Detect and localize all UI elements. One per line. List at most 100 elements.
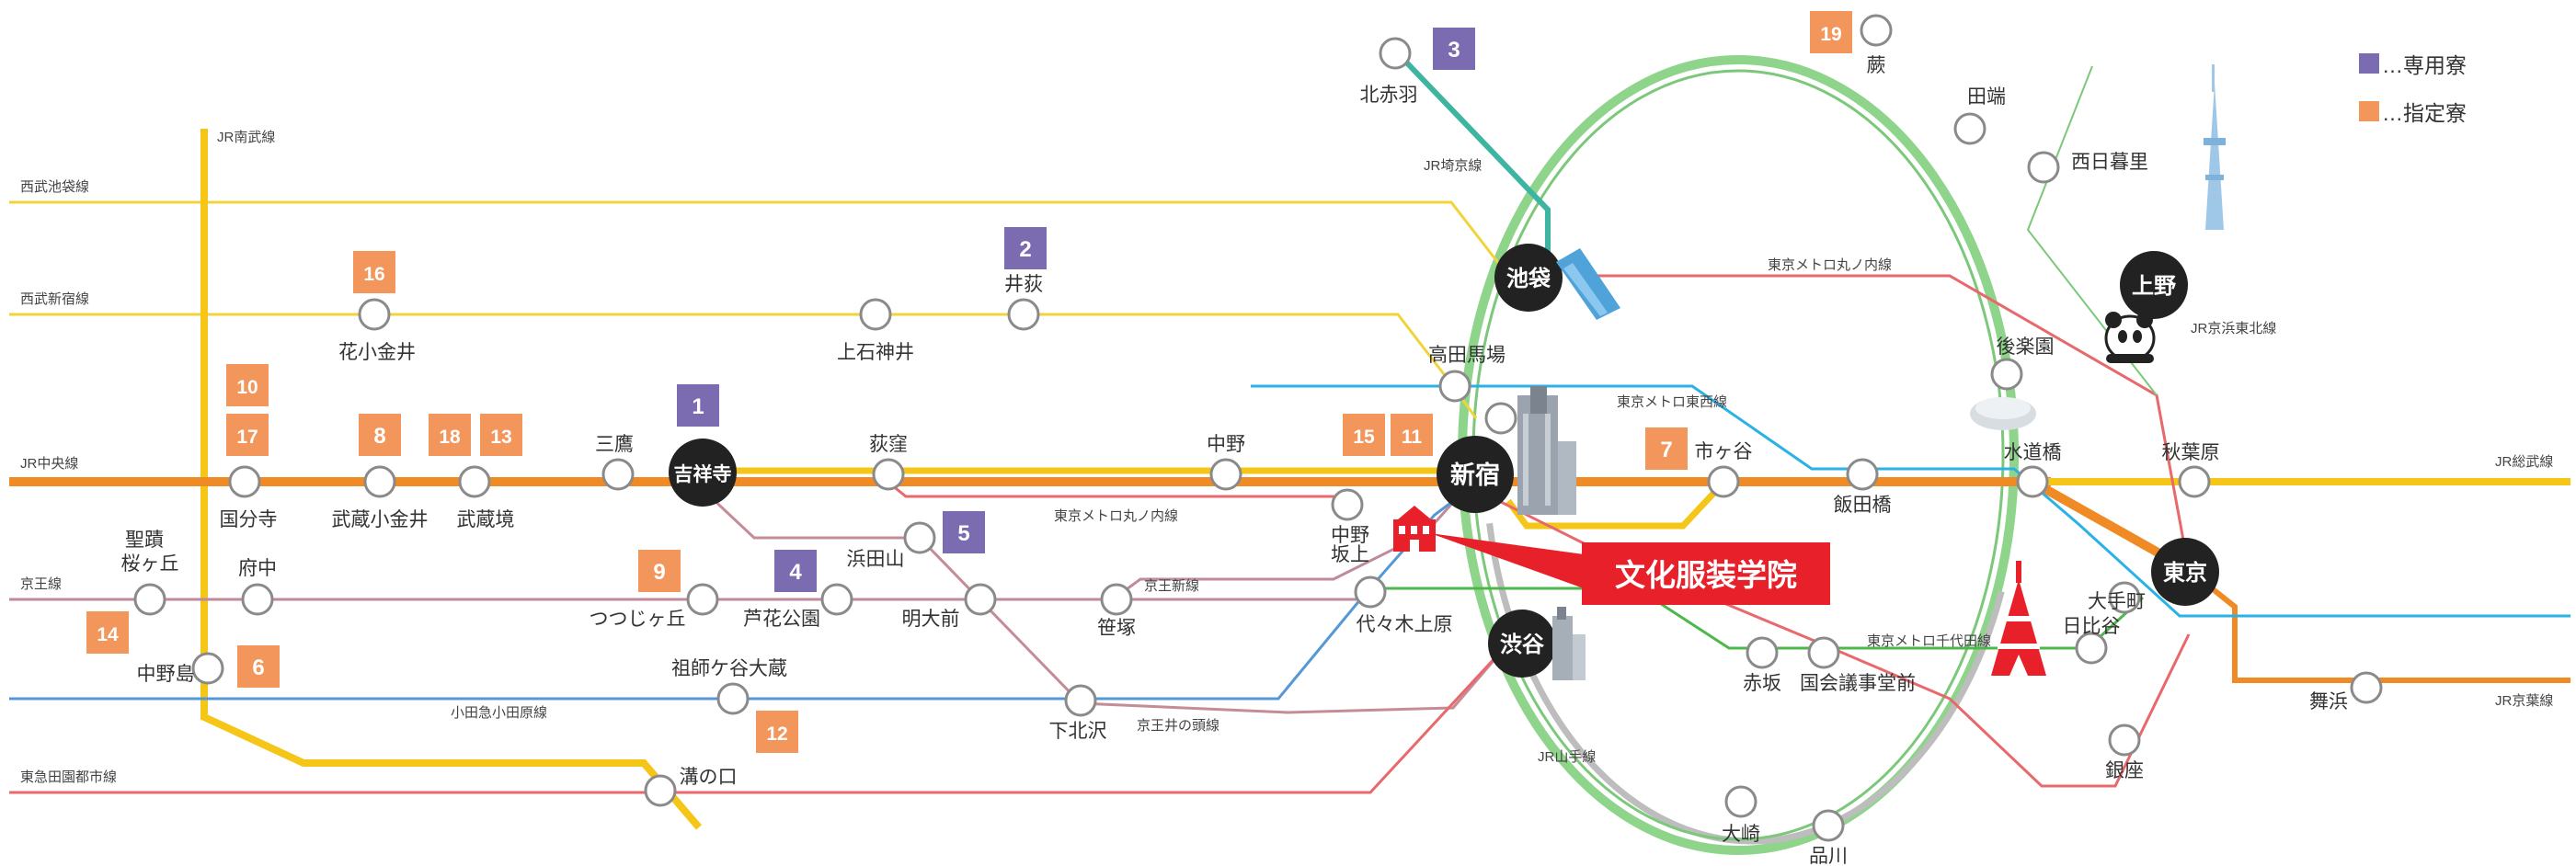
badge-8[interactable] bbox=[359, 414, 401, 456]
station-kitaakabane[interactable] bbox=[1379, 37, 1412, 70]
badge-3[interactable] bbox=[1433, 28, 1475, 70]
badge-9[interactable] bbox=[638, 550, 681, 592]
station-musashikoganei[interactable] bbox=[363, 465, 396, 498]
station-nakanosakaue[interactable] bbox=[1331, 488, 1364, 521]
label-takadanobaba: 高田馬場 bbox=[1428, 345, 1506, 366]
badge-18[interactable] bbox=[429, 414, 471, 456]
badge-19[interactable] bbox=[1810, 11, 1852, 53]
station-shinagawa[interactable] bbox=[1812, 809, 1845, 842]
badge-5[interactable] bbox=[943, 511, 985, 553]
badge-4-label: 4 bbox=[789, 560, 802, 585]
badge-4[interactable] bbox=[774, 550, 817, 592]
label-iidabashi: 飯田橋 bbox=[1834, 495, 1892, 516]
station-iidabashi[interactable] bbox=[1846, 458, 1879, 491]
legend-dedicated-label: …専用寮 bbox=[2382, 53, 2467, 77]
tokyo-dome-icon bbox=[1970, 397, 2036, 430]
station-yoyogiuehara[interactable] bbox=[1354, 575, 1387, 609]
badge-14-label: 14 bbox=[97, 624, 119, 645]
label-akasaka: 赤坂 bbox=[1743, 673, 1781, 694]
station-shimokitazawa[interactable] bbox=[1064, 684, 1097, 717]
badge-7[interactable] bbox=[1645, 427, 1688, 470]
station-tsutsujigaoka[interactable] bbox=[686, 583, 719, 616]
legend-designated-swatch bbox=[2359, 101, 2379, 121]
major-stations: 池袋 新宿 渋谷 上野 東京 吉祥寺 bbox=[669, 244, 2219, 678]
station-ikebukuro[interactable] bbox=[1494, 244, 1563, 312]
station-warabi[interactable] bbox=[1860, 14, 1893, 47]
station-suidobashi[interactable] bbox=[2016, 465, 2049, 498]
station-kokubunji[interactable] bbox=[228, 465, 261, 498]
station-seiseki[interactable] bbox=[133, 583, 166, 616]
station-mizonokuchi[interactable] bbox=[644, 774, 677, 807]
label-ogikubo: 荻窪 bbox=[869, 434, 908, 455]
station-tabata[interactable] bbox=[1953, 112, 1986, 145]
tokyu-line bbox=[9, 642, 1510, 794]
station-nakanoshima[interactable] bbox=[191, 652, 224, 685]
station-ueno[interactable] bbox=[2120, 251, 2188, 319]
line-label-marunouchi-north: 東京メトロ丸ノ内線 bbox=[1768, 257, 1892, 273]
station-shibuya[interactable] bbox=[1488, 610, 1556, 678]
station-sasazuka[interactable] bbox=[1100, 583, 1133, 616]
station-otemachi[interactable] bbox=[2108, 581, 2141, 614]
label-akihabara: 秋葉原 bbox=[2162, 442, 2220, 463]
label-hibiya: 日比谷 bbox=[2063, 616, 2121, 637]
label-kitaakabane: 北赤羽 bbox=[1360, 85, 1418, 106]
badge-11[interactable] bbox=[1391, 414, 1433, 456]
badge-16[interactable] bbox=[353, 251, 395, 293]
station-tokyo[interactable] bbox=[2151, 538, 2219, 606]
line-label-yamanote: JR山手線 bbox=[1538, 749, 1596, 765]
station-akihabara[interactable] bbox=[2178, 465, 2211, 498]
label-seiseki-1: 聖蹟 bbox=[125, 530, 164, 551]
station-ichigaya[interactable] bbox=[1707, 465, 1740, 498]
station-nishinippori[interactable] bbox=[2027, 151, 2060, 184]
station-fuchu[interactable] bbox=[241, 583, 274, 616]
station-ogikubo[interactable] bbox=[872, 458, 905, 491]
station-kamishakujii[interactable] bbox=[859, 298, 892, 331]
label-nakanoshima: 中野島 bbox=[137, 664, 195, 685]
badge-6[interactable] bbox=[237, 645, 280, 688]
label-mizonokuchi: 溝の口 bbox=[680, 767, 738, 788]
station-soshigaya[interactable] bbox=[716, 682, 750, 715]
station-ginza[interactable] bbox=[2108, 724, 2141, 757]
station-musashisakai[interactable] bbox=[458, 465, 491, 498]
tocho-building-icon bbox=[1517, 386, 1576, 515]
station-hamadayama[interactable] bbox=[903, 521, 936, 554]
station-ikebukuro-label: 池袋 bbox=[1506, 266, 1551, 291]
station-maihama[interactable] bbox=[2350, 671, 2383, 704]
badge-19-label: 19 bbox=[1820, 24, 1841, 45]
station-rokakoen[interactable] bbox=[820, 583, 853, 616]
badge-17[interactable] bbox=[226, 414, 269, 456]
sunshine-building-icon bbox=[1556, 248, 1620, 320]
station-mitaka[interactable] bbox=[601, 458, 635, 491]
badge-2[interactable] bbox=[1004, 227, 1047, 269]
label-iogi: 井荻 bbox=[1004, 274, 1043, 295]
station-kichijoji[interactable] bbox=[669, 439, 737, 507]
badge-13[interactable] bbox=[480, 414, 522, 456]
station-meidaimae[interactable] bbox=[964, 583, 997, 616]
line-label-keio: 京王線 bbox=[20, 576, 62, 592]
badge-1-label: 1 bbox=[692, 394, 704, 419]
badge-10[interactable] bbox=[226, 364, 269, 406]
station-akasaka[interactable] bbox=[1746, 636, 1779, 669]
badge-15[interactable] bbox=[1343, 414, 1385, 456]
station-seibushinjuku[interactable] bbox=[1484, 402, 1517, 435]
station-nakano[interactable] bbox=[1209, 458, 1242, 491]
school-callout: 文化服装学院 bbox=[1393, 506, 1830, 605]
school-label-box[interactable] bbox=[1582, 542, 1830, 605]
badge-1[interactable] bbox=[677, 384, 719, 427]
station-hibiya[interactable] bbox=[2075, 632, 2108, 665]
station-shinjuku[interactable] bbox=[1437, 436, 1514, 513]
badge-14[interactable] bbox=[86, 611, 129, 654]
station-kokkai[interactable] bbox=[1807, 636, 1840, 669]
keiyo-line bbox=[2187, 567, 2570, 683]
label-rokakoen: 芦花公園 bbox=[743, 609, 820, 630]
station-hanakoganei[interactable] bbox=[358, 298, 391, 331]
station-korakuen[interactable] bbox=[1990, 358, 2023, 391]
station-osaki[interactable] bbox=[1724, 785, 1757, 818]
badge-12[interactable] bbox=[756, 711, 798, 753]
station-shinjuku-label: 新宿 bbox=[1450, 461, 1500, 489]
label-hanakoganei: 花小金井 bbox=[338, 342, 416, 363]
station-iogi[interactable] bbox=[1007, 298, 1040, 331]
label-osaki: 大崎 bbox=[1722, 824, 1760, 845]
label-mitaka: 三鷹 bbox=[595, 434, 634, 455]
station-takadanobaba[interactable] bbox=[1438, 370, 1471, 403]
